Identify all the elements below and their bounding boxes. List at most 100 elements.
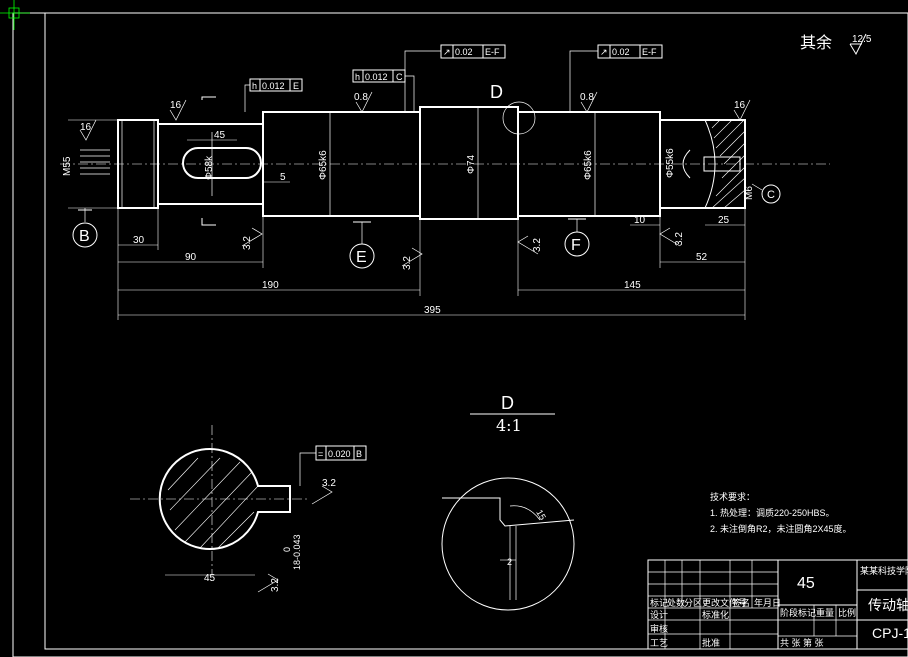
- tol-runout-right: ↗ 0.02 E-F: [569, 44, 663, 112]
- keyway-slot: [182, 147, 262, 179]
- roughness-marks: 16 16 16 0.8 0.8 3.2 3.2 3.2 3.2: [79, 91, 751, 270]
- title-school: 某某科技学院: [860, 565, 908, 576]
- dim-d65-right: Φ65k6: [583, 150, 594, 180]
- svg-text:25: 25: [718, 215, 730, 226]
- title-drawing-code: CPJ-14: [872, 625, 908, 641]
- svg-text:18-0.043: 18-0.043: [292, 534, 302, 570]
- svg-text:0.012: 0.012: [365, 72, 388, 82]
- svg-text:E-F: E-F: [642, 47, 657, 57]
- svg-text:F: F: [571, 237, 581, 254]
- svg-text:15: 15: [534, 508, 548, 522]
- svg-text:30: 30: [133, 235, 145, 246]
- svg-text:处数: 处数: [667, 597, 685, 608]
- svg-text:5: 5: [280, 172, 286, 183]
- dim-m55: M55: [62, 156, 73, 176]
- svg-text:10: 10: [634, 215, 646, 226]
- svg-text:标记: 标记: [650, 597, 668, 608]
- svg-text:阶段标记: 阶段标记: [780, 607, 816, 618]
- svg-text:2. 未注倒角R2，未注圆角2X45度。: 2. 未注倒角R2，未注圆角2X45度。: [710, 523, 852, 534]
- datum-c: C: [751, 183, 781, 204]
- dimensions: 45 5 30 90 190 395 145 52 25 10: [68, 119, 746, 320]
- svg-text:标准化: 标准化: [702, 609, 729, 620]
- svg-text:比例: 比例: [838, 607, 856, 618]
- svg-text:0.012: 0.012: [262, 81, 285, 91]
- svg-text:0.8: 0.8: [580, 92, 594, 103]
- detail-d-label: D: [490, 82, 503, 102]
- rest-label: 其余: [800, 33, 832, 52]
- svg-text:D: D: [501, 393, 514, 413]
- tol-symmetry: = 0.020 B: [299, 445, 367, 486]
- svg-text:190: 190: [262, 280, 279, 291]
- datum-f: F: [564, 218, 590, 257]
- inner-border: [44, 12, 908, 650]
- svg-text:B: B: [79, 228, 90, 245]
- datum-e: E: [349, 221, 375, 269]
- svg-text:E-F: E-F: [485, 47, 500, 57]
- svg-text:45: 45: [214, 130, 226, 141]
- svg-text:C: C: [396, 72, 403, 82]
- svg-text:0.02: 0.02: [612, 47, 630, 57]
- key-section-view: 45 18-0.043 0 3.2 3.2: [130, 425, 336, 593]
- svg-text:3.2: 3.2: [532, 238, 543, 252]
- svg-text:审核: 审核: [650, 623, 668, 634]
- dim-d74: Φ74: [466, 154, 477, 174]
- svg-text:0.8: 0.8: [354, 92, 368, 103]
- title-part-name: 传动轴: [868, 597, 908, 613]
- tol-runout-left: ↗ 0.02 E-F: [404, 44, 506, 112]
- svg-text:技术要求：: 技术要求：: [710, 491, 755, 502]
- svg-text:3.2: 3.2: [402, 256, 413, 270]
- svg-text:↗: ↗: [443, 47, 451, 57]
- thread-lines: [80, 149, 110, 175]
- svg-text:12.5: 12.5: [852, 34, 872, 45]
- svg-text:设计: 设计: [650, 609, 668, 620]
- svg-text:16: 16: [170, 100, 182, 111]
- svg-text:395: 395: [424, 305, 441, 316]
- svg-text:重量: 重量: [816, 607, 834, 618]
- dim-d65-left: Φ65k6: [318, 150, 329, 180]
- svg-text:↗: ↗: [600, 47, 608, 57]
- svg-text:批准: 批准: [702, 637, 720, 648]
- svg-text:0: 0: [282, 547, 292, 552]
- svg-text:h: h: [355, 72, 360, 82]
- svg-text:3.2: 3.2: [242, 236, 253, 250]
- tol-cyl-left: h 0.012 E: [244, 78, 303, 112]
- svg-text:16: 16: [734, 100, 746, 111]
- title-block: 45 某某科技学院 传动轴 CPJ-14 标记 处数 分区 更改文件号 签名 年…: [647, 559, 908, 650]
- svg-text:工艺: 工艺: [650, 638, 668, 648]
- svg-text:45: 45: [204, 573, 216, 584]
- dim-d55: Φ55k6: [665, 148, 676, 178]
- svg-text:3.2: 3.2: [322, 478, 336, 489]
- dim-d58: Φ58k: [204, 155, 215, 180]
- svg-text:E: E: [293, 81, 299, 91]
- svg-text:145: 145: [624, 280, 641, 291]
- svg-text:2: 2: [507, 557, 512, 567]
- detail-d-view: D 4:1 2 15: [441, 393, 575, 611]
- svg-text:h: h: [252, 81, 257, 91]
- svg-text:52: 52: [696, 252, 708, 263]
- svg-text:4:1: 4:1: [496, 416, 522, 435]
- detail-d-circle: [502, 101, 536, 135]
- svg-text:90: 90: [185, 252, 197, 263]
- svg-text:分区: 分区: [684, 598, 702, 608]
- tech-notes: 技术要求： 1. 热处理：调质220-250HBS。 2. 未注倒角R2，未注圆…: [710, 491, 852, 534]
- svg-text:3.2: 3.2: [674, 232, 685, 246]
- datum-b: B: [72, 208, 98, 248]
- svg-text:0.02: 0.02: [455, 47, 473, 57]
- corner-marker: [0, 0, 30, 30]
- roughness-rest-symbol: 12.5: [849, 33, 872, 56]
- svg-text:16: 16: [80, 122, 92, 133]
- title-material: 45: [797, 575, 815, 592]
- svg-text:共 张 第 张: 共 张 第 张: [780, 637, 824, 648]
- svg-text:=: =: [318, 449, 323, 459]
- dim-m6: M6: [744, 186, 755, 200]
- svg-text:C: C: [767, 189, 775, 201]
- svg-text:B: B: [356, 449, 362, 459]
- svg-text:更改文件号: 更改文件号: [702, 597, 747, 608]
- svg-text:1. 热处理：调质220-250HBS。: 1. 热处理：调质220-250HBS。: [710, 507, 835, 518]
- shaft-main-view: [60, 96, 830, 226]
- svg-text:3.2: 3.2: [270, 578, 281, 592]
- svg-text:年月日: 年月日: [754, 597, 781, 608]
- svg-text:0.020: 0.020: [328, 449, 351, 459]
- svg-text:E: E: [356, 249, 367, 266]
